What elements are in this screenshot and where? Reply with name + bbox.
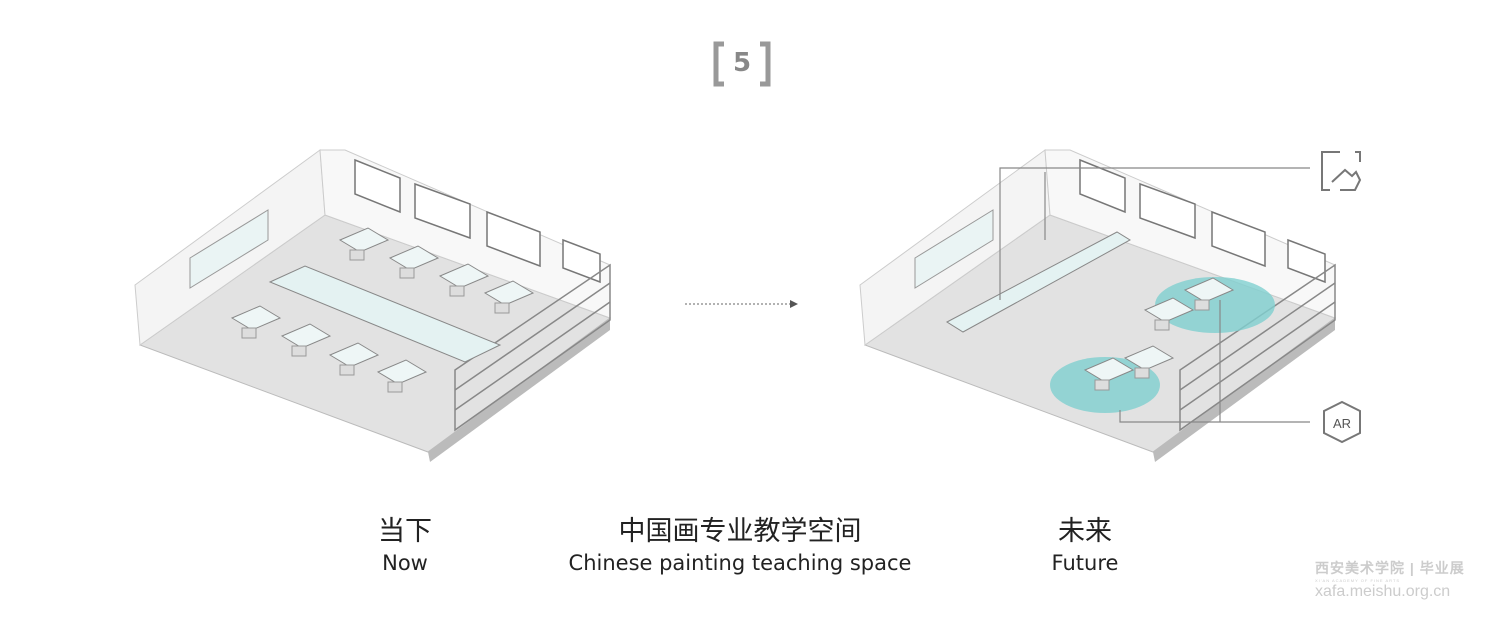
title-en: Chinese painting teaching space bbox=[568, 551, 912, 575]
title-label: 中国画专业教学空间 Chinese painting teaching spac… bbox=[540, 515, 940, 577]
ar-label: AR bbox=[1333, 416, 1351, 431]
figure-number-marker: 5 bbox=[712, 40, 772, 88]
callout-lines bbox=[999, 167, 1310, 423]
title-zh: 中国画专业教学空间 bbox=[618, 516, 862, 547]
future-label-zh: 未来 bbox=[1058, 516, 1112, 547]
bracket-icon bbox=[713, 41, 771, 87]
ar-hexagon-icon[interactable]: AR bbox=[1323, 400, 1361, 444]
now-label: 当下 Now bbox=[340, 515, 470, 577]
watermark: 西安美术学院 | 毕业展 XI'AN ACADEMY OF FINE ARTS … bbox=[1315, 560, 1465, 600]
touch-hand-icon[interactable] bbox=[1321, 151, 1362, 191]
watermark-url: xafa.meishu.org.cn bbox=[1315, 583, 1451, 600]
watermark-name: 西安美术学院 bbox=[1315, 560, 1405, 576]
now-label-zh: 当下 bbox=[378, 516, 432, 547]
future-classroom-model bbox=[859, 149, 1336, 463]
watermark-sub: XI'AN ACADEMY OF FINE ARTS bbox=[1315, 578, 1401, 583]
ar-zone bbox=[1155, 277, 1275, 333]
figure-number: 5 bbox=[732, 48, 752, 78]
arrow-now-to-future bbox=[685, 300, 798, 308]
now-label-en: Now bbox=[382, 551, 428, 575]
watermark-tag: 毕业展 bbox=[1419, 560, 1465, 576]
future-label: 未来 Future bbox=[1020, 515, 1150, 577]
future-label-en: Future bbox=[1051, 551, 1119, 575]
now-classroom-model bbox=[134, 149, 611, 463]
